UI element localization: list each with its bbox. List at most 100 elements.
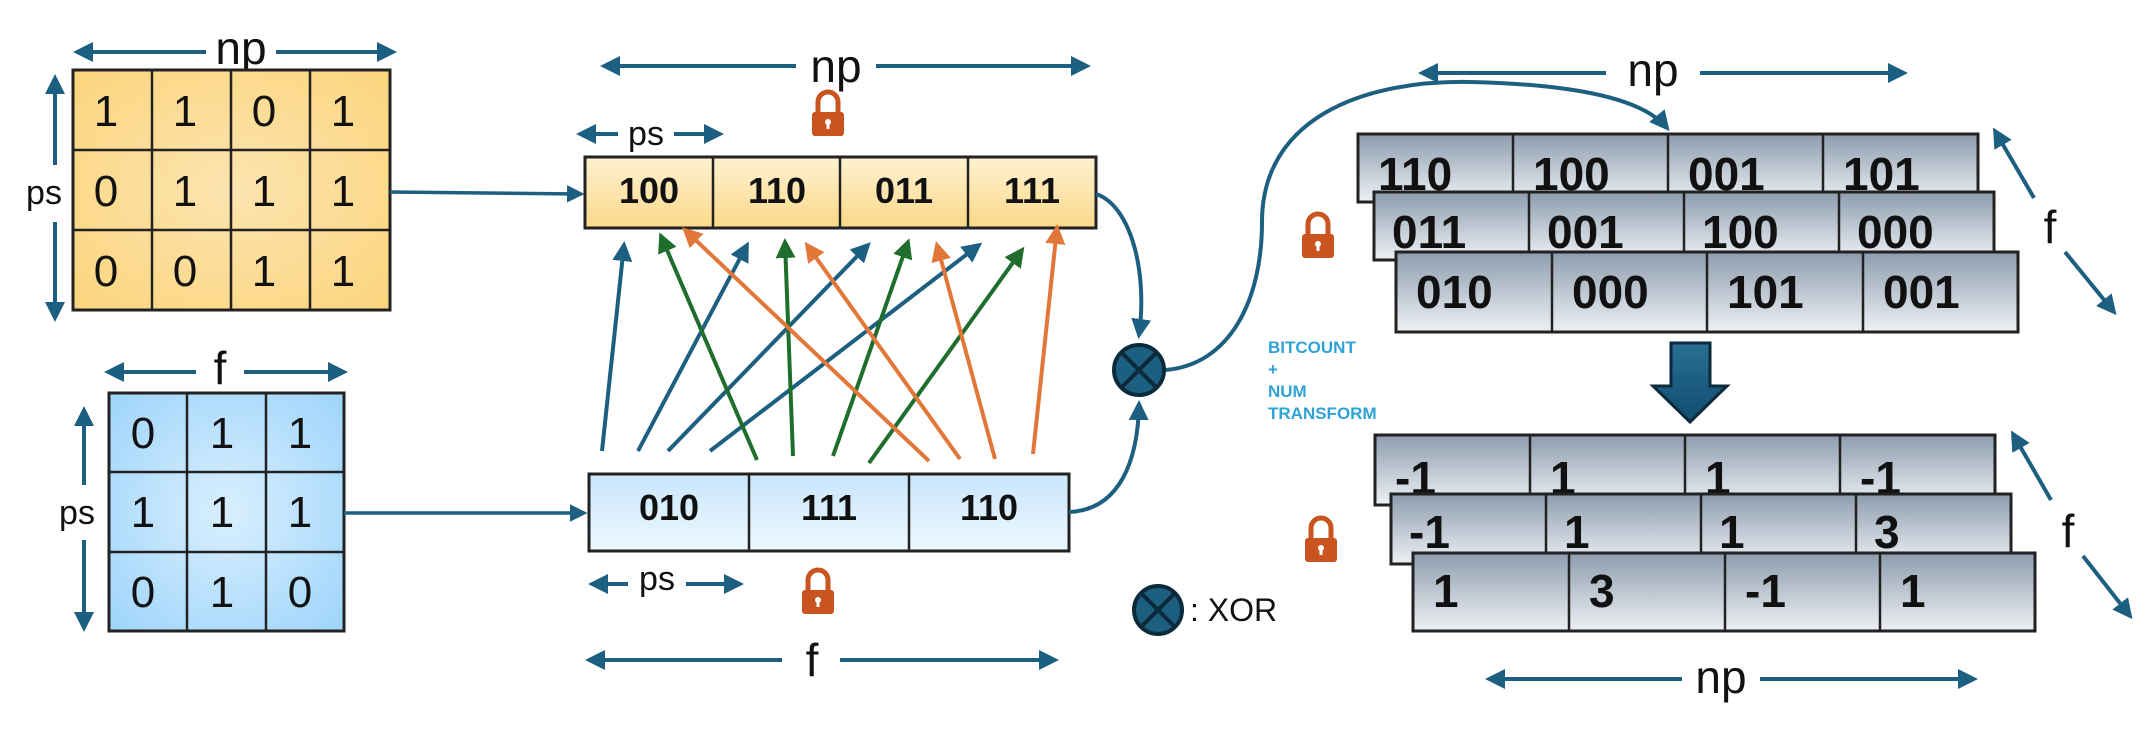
result-cell: 1 [1433,565,1459,617]
xor-layer-front: 010 000 101 001 [1394,250,2020,334]
result-layer-front: 1 3 -1 1 [1411,551,2037,633]
inputs-cell: 0 [131,409,155,458]
result-cell: -1 [1745,565,1786,617]
packed-inputs-row: 010 111 110 [587,472,1071,553]
packed-inputs-bg [587,472,1071,553]
transform-note-line: + [1268,360,1278,379]
packed-f-f-label: f [806,634,819,686]
inputs-f-label: f [214,342,227,394]
xor-cell: 001 [1547,206,1624,258]
pairing-arrows [600,224,1066,465]
xor-layer-middle: 011 001 100 000 [1372,190,1996,262]
weights-cell: 1 [331,87,355,136]
xor-stack: 110 100 001 101 011 001 100 000 010 [1356,132,2020,334]
weights-cell: 0 [94,247,118,296]
weights-cell: 1 [331,247,355,296]
packed-weight-cell: 011 [875,170,933,211]
packed-weight-cell: 110 [748,170,806,211]
weights-cell: 0 [173,247,197,296]
packed-w-np-label: np [810,40,861,92]
weights-cell: 1 [252,247,276,296]
xor-legend-icon [1132,584,1184,636]
result-f-label: f [2062,505,2075,557]
lock-icon [1305,515,1337,562]
result-cell: 3 [1589,565,1615,617]
lock-icon [812,89,844,136]
xor-cell: 011 [1392,206,1466,258]
packed-weight-cell: 111 [1004,170,1060,211]
packed-weights-row: 100 110 011 111 [583,155,1098,230]
packed-input-cell: 110 [960,487,1018,528]
packed-w-ps-label: ps [628,115,664,153]
packed-input-cell: 111 [801,487,857,528]
inputs-cell: 1 [131,488,155,537]
inputs-cell: 1 [210,409,234,458]
weights-cell: 1 [252,167,276,216]
transform-note-line: BITCOUNT [1268,338,1356,357]
weights-cell: 0 [252,87,276,136]
xor-f-arrow-down [2063,250,2117,316]
xor-cell: 100 [1702,206,1779,258]
transform-note-line: NUM [1268,382,1307,401]
xor-connectors [1068,79,1670,514]
lock-icon [1302,211,1334,258]
xor-operator-icon [1112,343,1166,397]
legend: : XOR [1132,584,1277,636]
xor-f-arrow-up [1992,127,2036,200]
weights-cell: 0 [94,167,118,216]
xor-cell: 000 [1572,266,1649,318]
inputs-matrix: 0 1 1 1 1 1 0 1 0 [107,391,346,633]
packing-arrows [344,185,588,522]
weights-np-label: np [215,22,266,74]
dimension-labels: np ps f ps np ps ps f np f f np [26,22,2075,703]
result-stack: -1 1 1 -1 -1 1 1 3 1 3 - [1373,433,2037,633]
weights-cell: 1 [94,87,118,136]
transform-note: BITCOUNT + NUM TRANSFORM [1268,338,1377,423]
xor-f-label: f [2044,201,2057,253]
pairing-arrow-blue [666,242,871,453]
packed-f-ps-label: ps [639,560,675,598]
xor-to-result-arrow [1164,79,1670,372]
inputs-cell: 1 [210,488,234,537]
dimension-arrows [45,42,2133,689]
inputs-cell: 0 [131,568,155,617]
xor-cell: 101 [1727,266,1804,318]
inputs-cell: 1 [210,568,234,617]
lock-icon [802,567,834,614]
inputs-matrix-bg [107,391,346,633]
pairing-arrow-orange [804,241,962,461]
result-f-arrow-up [2011,430,2053,501]
weights-cell: 1 [173,87,197,136]
inputs-cell: 1 [288,409,312,458]
packed-weight-cell: 100 [619,170,679,211]
result-cell: 3 [1874,506,1900,558]
inputs-ps-label: ps [59,494,95,532]
pairing-arrow-green [831,238,913,457]
xor-np-label: np [1627,44,1678,96]
pairing-arrow-orange [1031,224,1066,455]
result-cell: 1 [1719,506,1745,558]
weights-cell: 1 [331,167,355,216]
pairing-arrow-blue [636,241,749,452]
weights-matrix: 1 1 0 1 0 1 1 1 0 0 1 1 [71,68,392,312]
weights-pack-arrow [389,185,585,203]
inputs-cell: 1 [288,488,312,537]
weights-cell: 1 [173,167,197,216]
result-cell: 1 [1564,506,1590,558]
xor-cell: 000 [1857,206,1934,258]
xor-cell: 010 [1416,266,1493,318]
inputs-to-xor-arrow [1068,400,1149,514]
inputs-cell: 0 [288,568,312,617]
packed-input-cell: 010 [639,487,699,528]
pairing-arrow-blue [600,241,633,452]
pairing-arrow-blue [708,242,983,453]
result-np-label: np [1695,651,1746,703]
legend-label: : XOR [1190,592,1277,628]
pairing-arrow-orange [931,241,997,460]
weights-to-xor-arrow [1095,192,1152,339]
result-f-arrow-down [2081,554,2133,620]
pairing-arrow-green [658,232,759,461]
transform-note-line: TRANSFORM [1268,404,1377,423]
pairing-arrow-orange [682,227,931,463]
xor-cell: 001 [1883,266,1960,318]
